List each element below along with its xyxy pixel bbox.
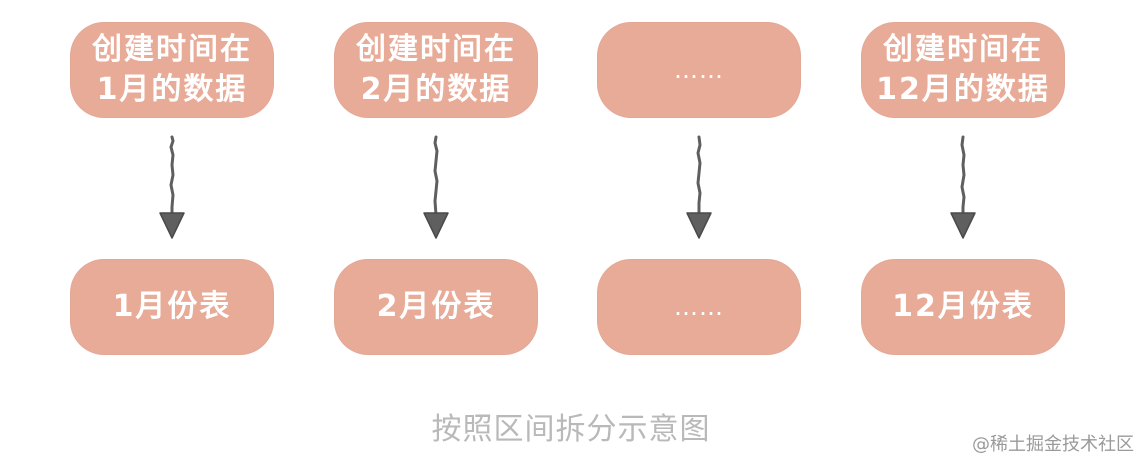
source-box-ellipsis: …… — [597, 22, 801, 118]
target-box-month-2: 2月份表 — [334, 259, 538, 355]
target-label: …… — [674, 293, 724, 321]
target-box-month-1: 1月份表 — [70, 259, 274, 355]
target-box-month-12: 12月份表 — [861, 259, 1065, 355]
down-arrow-icon — [416, 135, 456, 240]
source-box-month-2: 创建时间在 2月的数据 — [334, 22, 538, 118]
diagram-caption: 按照区间拆分示意图 — [431, 412, 711, 447]
target-label: 1月份表 — [112, 289, 232, 324]
source-label: …… — [674, 56, 724, 84]
target-label: 2月份表 — [376, 289, 496, 324]
source-label: 创建时间在 2月的数据 — [356, 32, 516, 107]
source-box-month-1: 创建时间在 1月的数据 — [70, 22, 274, 118]
watermark: @稀土掘金技术社区 — [972, 434, 1134, 455]
source-box-month-12: 创建时间在 12月的数据 — [861, 22, 1065, 118]
down-arrow-icon — [679, 135, 719, 240]
target-label: 12月份表 — [892, 289, 1034, 324]
down-arrow-icon — [152, 135, 192, 240]
down-arrow-icon — [943, 135, 983, 240]
source-label: 创建时间在 12月的数据 — [876, 32, 1050, 107]
source-label: 创建时间在 1月的数据 — [92, 32, 252, 107]
target-box-ellipsis: …… — [597, 259, 801, 355]
